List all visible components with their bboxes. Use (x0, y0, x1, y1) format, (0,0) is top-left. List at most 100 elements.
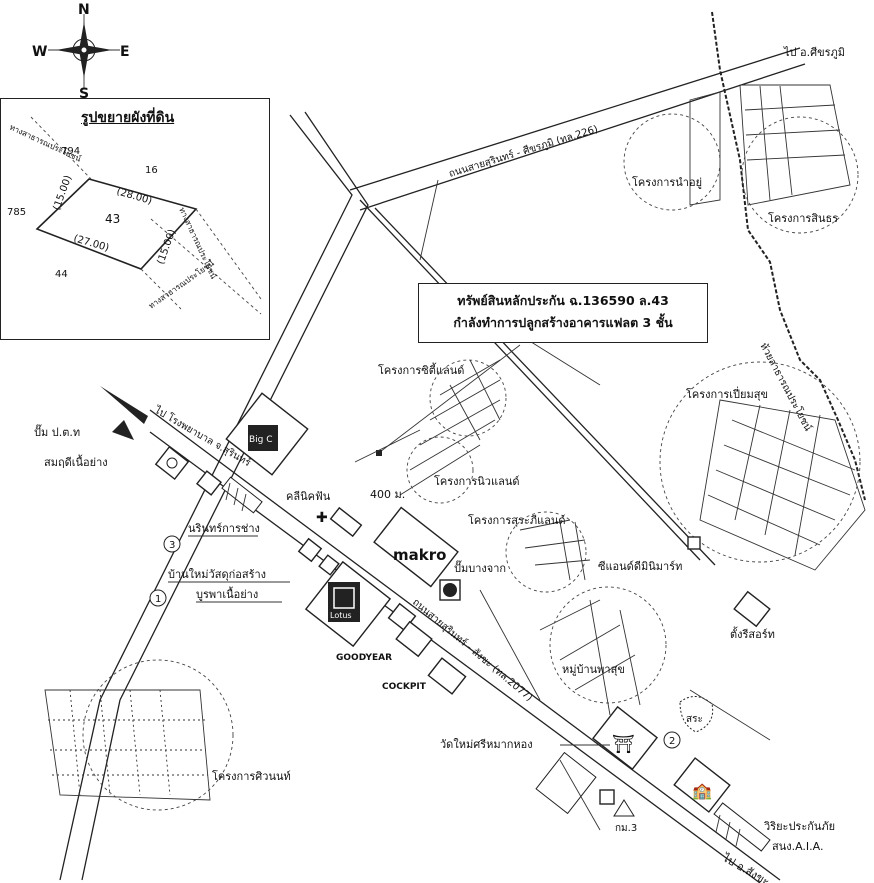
wat-label: วัดใหม่ศรีหมากหอง (440, 738, 533, 751)
naiyu-label: โครงการนำอยู่ (632, 175, 702, 189)
bangchak-label: ปั๊มบางจาก (454, 560, 506, 575)
vacant-lot (535, 751, 597, 815)
dim-left: (15.00) (51, 174, 74, 212)
village-zone (549, 586, 667, 704)
arrow-icon (100, 386, 148, 424)
pond-shape (679, 696, 714, 733)
narin-label: นรินทร์การช่าง (188, 522, 260, 535)
pianmsuk-label: โครงการเปี่ยมสุข (686, 386, 768, 401)
cockpit-building (427, 657, 467, 695)
highway-2077-label: ถนนสายสุรินทร์ - สังขะ (ทล.2077) (410, 596, 535, 704)
cityland-label: โครงการซิตี้แลนด์ (378, 362, 464, 377)
lotus-logo: Lotus (330, 611, 352, 620)
land-inset-panel: รูปขยายผังที่ดิน 794 16 785 44 43 (28.00… (0, 98, 270, 340)
village-label: หมู่บ้านพาสุข (562, 663, 625, 676)
highway-226 (349, 47, 806, 211)
sinthara-label: โครงการสินธร (768, 211, 838, 225)
marker-3-label: 3 (169, 540, 175, 551)
wat-icon: ⛩ (612, 734, 635, 755)
compass-north-label: N (78, 2, 90, 18)
burapha-label: บูรพาเนื้อย่าง (196, 586, 258, 601)
tangstore-building (733, 590, 771, 628)
dim-top: (28.00) (115, 186, 153, 207)
wat-building (592, 705, 658, 771)
side-road-b (519, 334, 601, 386)
marker-2-label: 2 (669, 736, 675, 747)
easement-line-c (150, 218, 262, 315)
property-marker (376, 450, 382, 456)
pianmsuk-grid (699, 399, 866, 571)
siwanon-zone (82, 659, 234, 811)
surapee-zone (505, 511, 587, 593)
clinic-cross-icon: ✚ (316, 510, 328, 526)
side-road-c (479, 589, 541, 701)
goodyear-building-2 (395, 620, 433, 658)
parcel-44: 44 (55, 269, 68, 280)
side-road-e (689, 689, 771, 741)
cityland-grid (354, 359, 501, 496)
compass-east-label: E (120, 44, 130, 60)
samdi-label: สมฤดีเนื้อย่าง (44, 454, 108, 469)
parcel-43: 43 (105, 212, 120, 226)
main-road-west-a (59, 114, 353, 881)
side-road-d (559, 759, 601, 831)
samdi-circle (166, 457, 178, 469)
school-building (673, 757, 731, 813)
siwanon-label: โครงการศิวนนท์ (212, 769, 291, 783)
clinic-label: คลีนิคฟัน (286, 490, 331, 503)
compass-south-label: S (79, 86, 89, 102)
bangchak-icon (443, 583, 457, 597)
shophouses-b (713, 802, 771, 852)
goodyear-label: GOODYEAR (336, 653, 392, 663)
baanmai-label: บ้านใหม่วัสดุก่อสร้าง (168, 568, 266, 581)
cnd-building (687, 536, 701, 550)
cockpit-label: COCKPIT (382, 682, 427, 692)
insurance2-label: สนง.A.I.A. (772, 840, 824, 853)
cnd-label: ซีแอนด์ดีมินิมาร์ท (598, 560, 682, 573)
dim-right: (15.00) (155, 228, 178, 266)
naiyu-sinthara-grid (689, 84, 851, 206)
marker-3 (163, 535, 181, 553)
school-icon: 🏫 (692, 781, 712, 800)
parcel-794: 794 (61, 146, 80, 157)
cityland-zone (429, 359, 507, 437)
compass-rose-icon (48, 14, 120, 88)
lotus-store (304, 560, 392, 648)
easement-line-b (195, 208, 262, 300)
inset-diagram: 794 16 785 44 43 (28.00) (27.00) (15.00)… (7, 116, 262, 315)
ptt-pump-label: ปั๊ม ป.ต.ท (34, 424, 80, 439)
ptt-pump-icon (112, 420, 134, 440)
parcel-16: 16 (145, 165, 158, 176)
easement-line-a (30, 116, 92, 180)
parcel-785: 785 (7, 207, 26, 218)
diagonal-road-b (374, 207, 716, 566)
canal-line (711, 11, 866, 501)
marker-1 (149, 589, 167, 607)
baanmai-building (297, 537, 323, 563)
inset-title: รูปขยายผังที่ดิน (81, 110, 175, 126)
km3-label: กม.3 (615, 823, 637, 834)
small-building-b (599, 789, 615, 805)
makro-building (373, 506, 459, 588)
callout-line-1: ทรัพย์สินหลักประกัน ฉ.136590 ล.43 (457, 293, 669, 308)
side-road-a (419, 179, 439, 261)
tangstore-label: ตั้งรีสอร์ท (730, 626, 775, 641)
to-sangkha-label: ไป อ.สังขะ (720, 851, 772, 883)
km3-triangle-icon (613, 799, 635, 817)
callout-leader (379, 344, 521, 453)
insurance1-label: วิริยะประกันภัย (763, 820, 835, 833)
marker-1-label: 1 (155, 594, 161, 605)
canal-label: ห้วยสาธารณประโยชน์ (757, 340, 815, 433)
makro-label: makro (393, 546, 446, 564)
big-c-logo: Big C (249, 435, 273, 445)
small-building (196, 470, 222, 496)
compass-west-label: W (32, 44, 47, 60)
easement-label-1: ทางสาธารณประโยชน์ (8, 122, 83, 164)
surapee-grid (519, 519, 591, 581)
burapha-building (318, 554, 340, 576)
samdi-building (154, 445, 190, 481)
newland-label: โครงการนิวแลนด์ (434, 474, 519, 488)
clinic-building (329, 506, 363, 538)
